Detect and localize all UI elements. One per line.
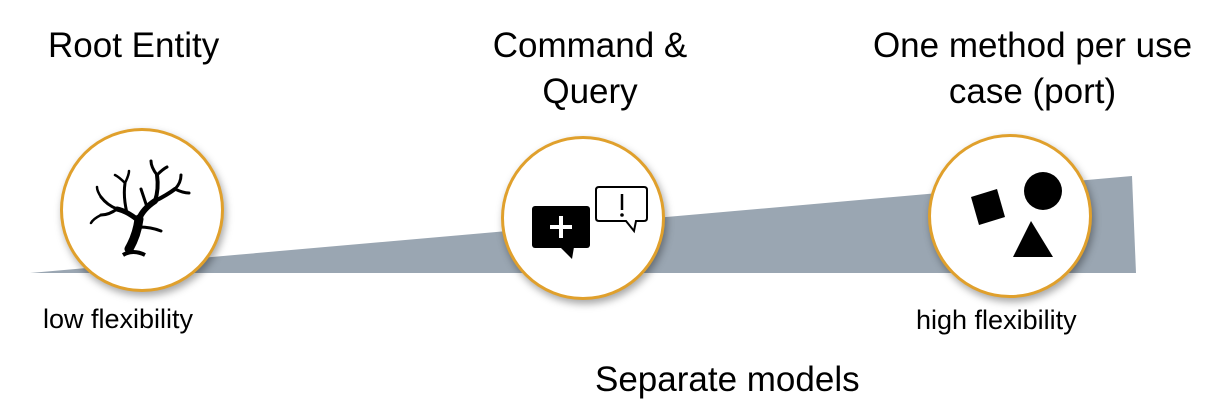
stage-title-root-entity: Root Entity (48, 26, 220, 65)
triangle-shape-icon (1013, 221, 1053, 257)
shapes-icon (971, 172, 1062, 257)
stage-title-command-query-line2: Query (542, 72, 638, 111)
stage-title-command-query: Command & Query (470, 23, 710, 115)
stage-title-one-method-line2: case (port) (948, 72, 1117, 111)
separate-models-label: Separate models (595, 360, 860, 399)
high-flexibility-label: high flexibility (916, 305, 1077, 335)
query-bubble-icon (595, 186, 648, 234)
stage-title-one-method-line1: One method per use (872, 26, 1193, 65)
command-query-icon (532, 186, 648, 259)
low-flexibility-label: low flexibility (43, 304, 194, 334)
tree-icon (89, 159, 191, 257)
stage-title-one-method: One method per use case (port) (845, 23, 1220, 115)
one-method-circle (928, 134, 1092, 298)
root-entity-circle (60, 128, 224, 292)
command-bubble-icon (532, 206, 590, 259)
circle-shape-icon (1024, 172, 1062, 210)
stage-title-command-query-line1: Command & (492, 26, 688, 65)
square-shape-icon (971, 189, 1005, 225)
command-query-circle (501, 136, 665, 300)
